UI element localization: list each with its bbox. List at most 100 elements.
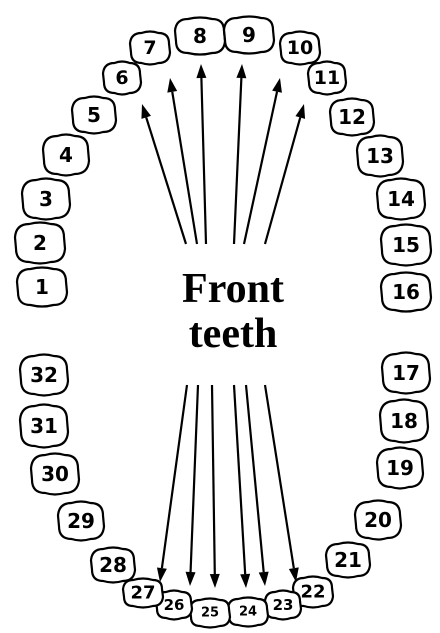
tooth-28: 28 — [89, 546, 137, 584]
tooth-15: 15 — [379, 223, 433, 267]
tooth-number: 19 — [386, 456, 414, 480]
arrow-shaft — [210, 384, 216, 575]
tooth-outline — [375, 446, 425, 490]
tooth-outline — [306, 60, 348, 96]
tooth-number: 28 — [99, 553, 127, 577]
tooth-number: 2 — [33, 231, 47, 255]
tooth-number: 25 — [201, 606, 219, 621]
tooth-number: 29 — [67, 509, 95, 533]
tooth-25: 25 — [188, 597, 232, 629]
tooth-outline — [222, 15, 276, 55]
arrow-shaft — [263, 384, 295, 569]
tooth-number: 7 — [143, 37, 156, 59]
tooth-outline — [375, 177, 427, 221]
tooth-9: 9 — [222, 15, 276, 55]
tooth-3: 3 — [20, 177, 72, 221]
tooth-24: 24 — [226, 596, 270, 628]
tooth-23: 23 — [263, 589, 303, 621]
tooth-outline — [56, 500, 106, 542]
tooth-outline — [128, 30, 172, 66]
tooth-number: 30 — [41, 462, 69, 486]
tooth-outline — [70, 95, 118, 135]
arrow-shaft — [145, 117, 188, 245]
tooth-outline — [355, 134, 405, 178]
tooth-number: 27 — [130, 583, 155, 604]
arrow-shaft — [200, 77, 208, 245]
arrow-to-tooth-6 — [141, 104, 188, 245]
arrow-shaft — [171, 91, 199, 245]
tooth-outline — [121, 577, 165, 609]
tooth-13: 13 — [355, 134, 405, 178]
tooth-12: 12 — [328, 97, 376, 137]
tooth-number: 8 — [193, 24, 207, 48]
tooth-number: 9 — [242, 23, 256, 47]
tooth-number: 14 — [387, 187, 415, 211]
tooth-30: 30 — [29, 452, 81, 496]
tooth-outline — [173, 16, 227, 56]
arrow-to-tooth-11 — [263, 104, 306, 245]
tooth-number: 17 — [392, 361, 420, 385]
tooth-18: 18 — [378, 398, 430, 444]
arrow-head — [258, 571, 269, 586]
tooth-number: 12 — [338, 105, 366, 129]
arrow-head — [288, 567, 299, 582]
tooth-number: 15 — [392, 233, 420, 257]
tooth-2: 2 — [13, 221, 67, 265]
tooth-outline — [18, 403, 70, 449]
tooth-7: 7 — [128, 30, 172, 66]
tooth-number: 32 — [30, 363, 58, 387]
tooth-outline — [89, 546, 137, 584]
tooth-outline — [291, 575, 335, 609]
tooth-outline — [29, 452, 81, 496]
arrow-head — [295, 104, 306, 119]
arrow-head — [240, 573, 251, 588]
tooth-number: 13 — [366, 144, 394, 168]
tooth-outline — [101, 60, 143, 96]
tooth-outline — [20, 177, 72, 221]
tooth-22: 22 — [291, 575, 335, 609]
tooth-number: 31 — [30, 414, 58, 438]
arrow-head — [236, 64, 247, 79]
tooth-19: 19 — [375, 446, 425, 490]
tooth-10: 10 — [278, 30, 322, 66]
tooth-number: 26 — [164, 596, 185, 614]
tooth-21: 21 — [324, 541, 372, 579]
tooth-26: 26 — [154, 589, 194, 621]
arrow-to-tooth-9 — [232, 64, 247, 245]
tooth-outline — [18, 353, 70, 397]
tooth-number: 4 — [59, 143, 73, 167]
arrow-head — [209, 573, 220, 588]
label-line-2: teeth — [189, 311, 278, 357]
front-teeth-arrows — [141, 64, 306, 588]
tooth-number: 6 — [115, 67, 128, 89]
tooth-outline — [41, 133, 91, 177]
arrow-shaft — [232, 384, 247, 575]
arrow-to-tooth-26 — [185, 384, 200, 586]
tooth-number: 3 — [39, 187, 53, 211]
tooth-6: 6 — [101, 60, 143, 96]
tooth-16: 16 — [379, 271, 433, 313]
arrow-shaft — [242, 91, 279, 245]
tooth-outline — [379, 271, 433, 313]
tooth-number: 10 — [287, 37, 313, 59]
tooth-11: 11 — [306, 60, 348, 96]
arrow-head — [141, 104, 151, 119]
arrow-head — [167, 78, 178, 93]
arrow-head — [185, 571, 196, 586]
tooth-number: 1 — [35, 275, 49, 299]
tooth-number: 11 — [314, 67, 340, 89]
tooth-number: 24 — [239, 605, 257, 620]
tooth-5: 5 — [70, 95, 118, 135]
tooth-number: 21 — [334, 548, 362, 572]
tooth-number: 23 — [273, 596, 294, 614]
arrow-shaft — [244, 384, 265, 573]
arrow-head — [196, 64, 207, 79]
tooth-32: 32 — [18, 353, 70, 397]
arrow-shaft — [160, 384, 189, 569]
arrow-to-tooth-8 — [196, 64, 208, 245]
arrow-head — [272, 78, 282, 93]
arrow-to-tooth-27 — [156, 384, 189, 582]
arrow-shaft — [189, 384, 200, 573]
